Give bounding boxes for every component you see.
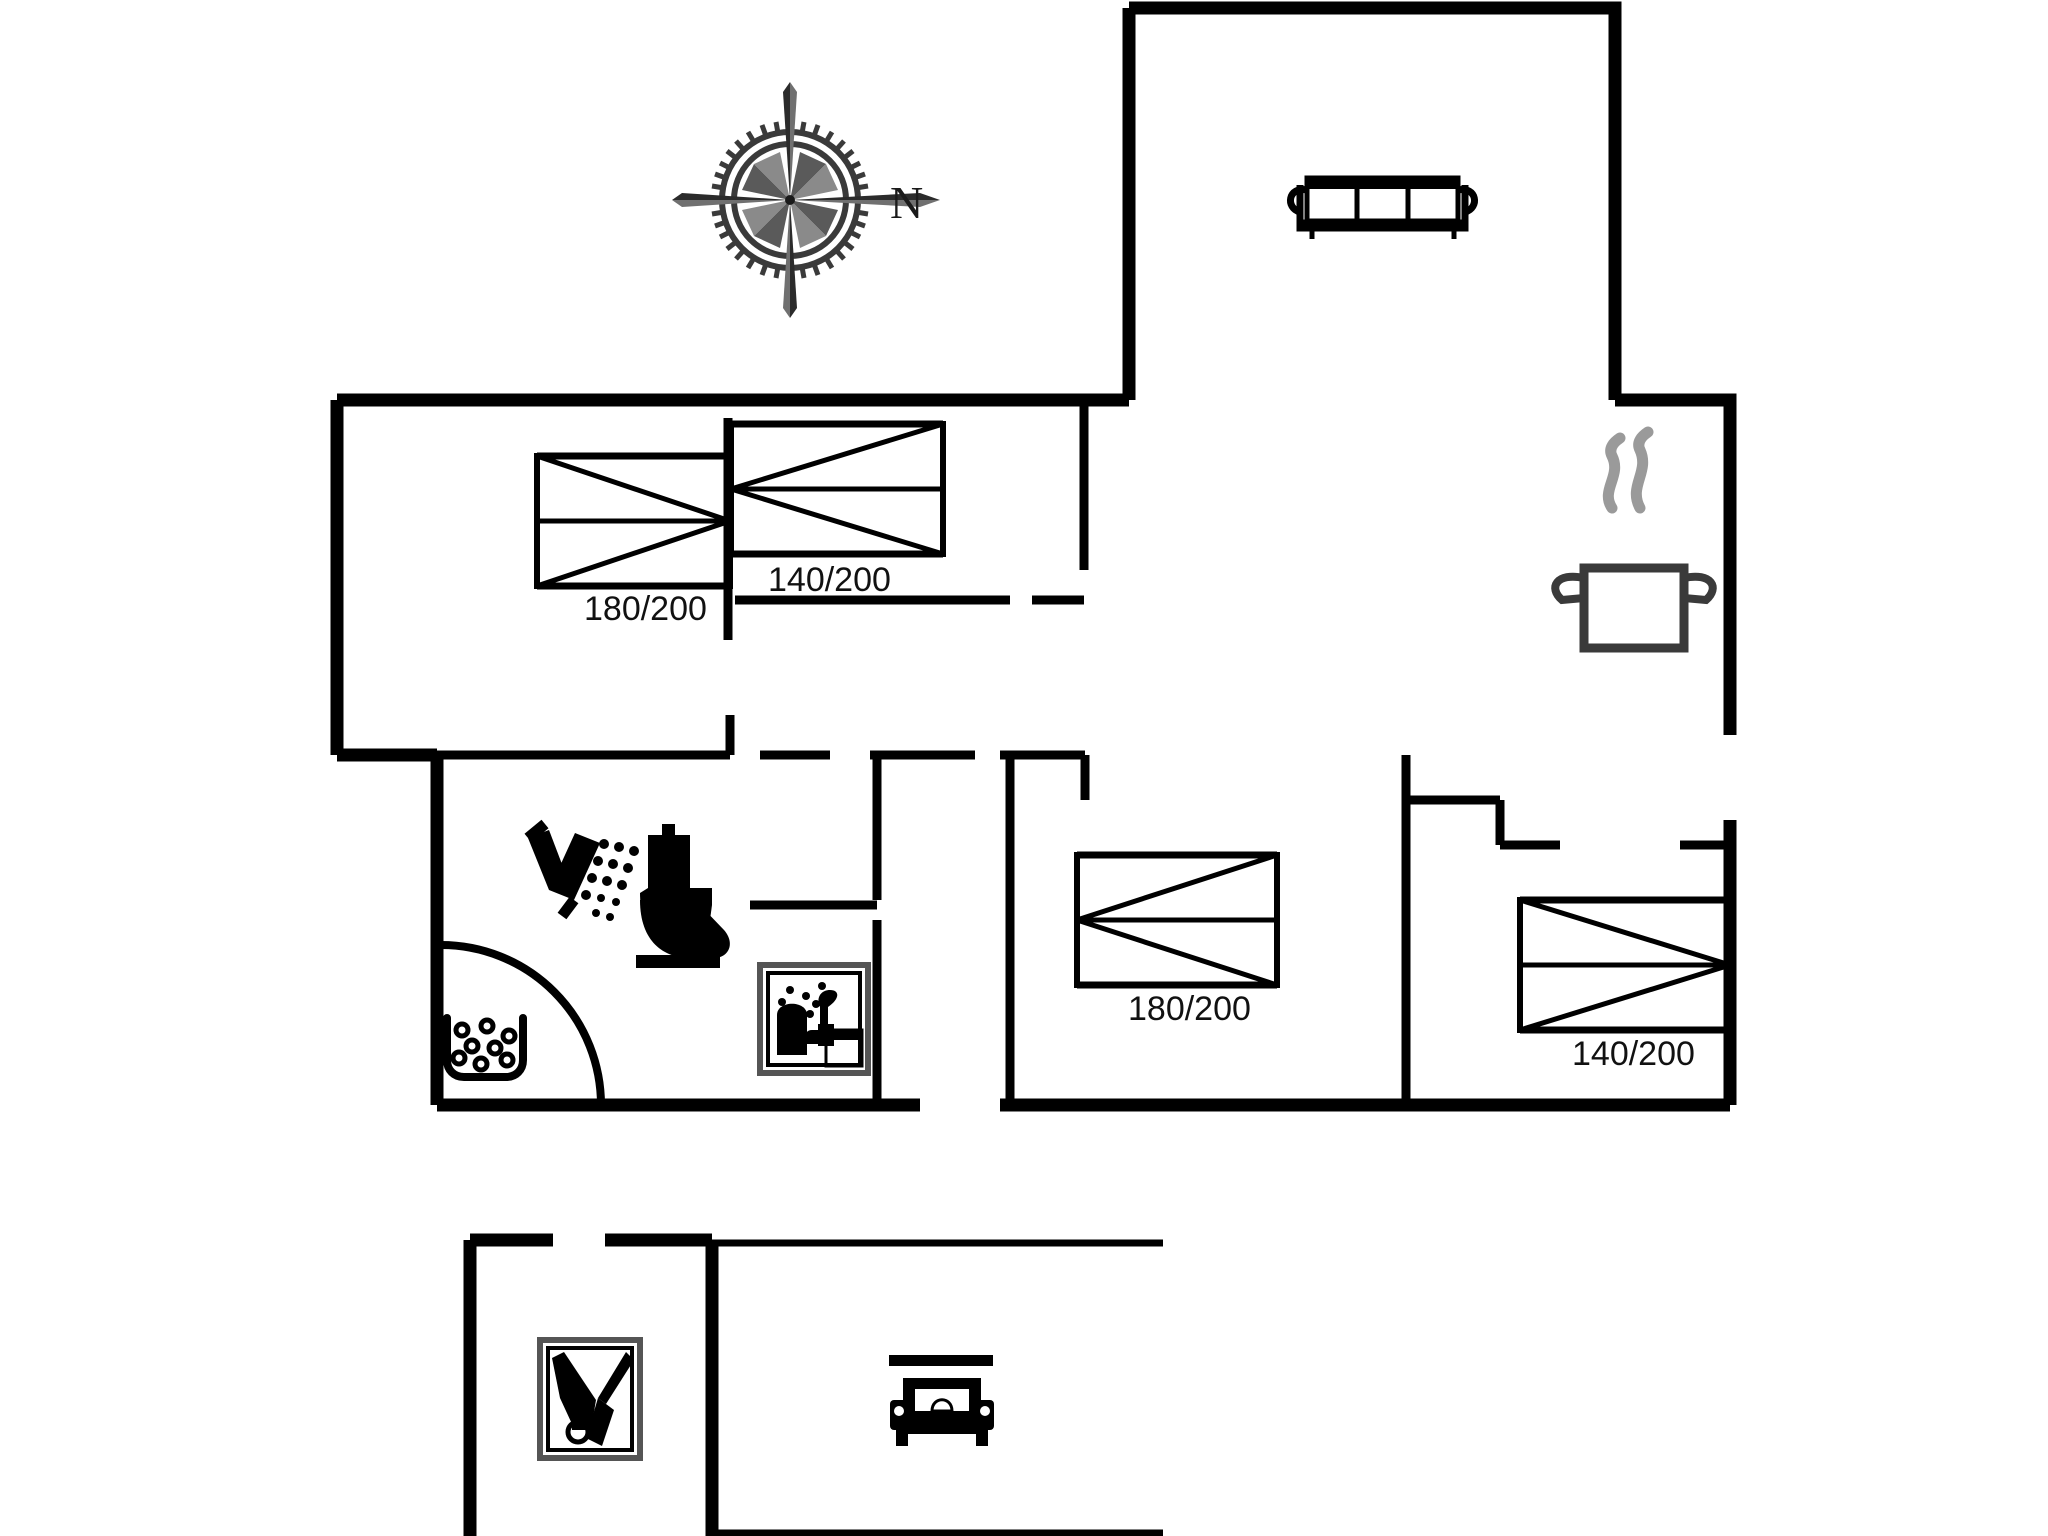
bed-lower-right [1517,896,1733,1034]
bed-lower-left [1074,851,1280,989]
bed-label-lower-right: 140/200 [1572,1035,1695,1073]
shower-icon [524,819,639,921]
bed-label-upper-left: 180/200 [584,590,707,628]
carport-and-shed-walls [463,1233,1163,1536]
garden-tools-icon [537,1337,643,1461]
exterior-walls [330,1,1737,1112]
whirlpool-icon [443,1014,527,1081]
compass-rose-icon [672,82,940,318]
bed-label-lower-left: 180/200 [1128,990,1251,1028]
cooking-pot-icon [1551,426,1717,653]
sofa-icon [1287,175,1478,239]
compass-north-label: N [890,177,923,228]
door-swing-arc [440,941,605,1106]
sauna-icon [757,962,871,1076]
bed-label-upper-right: 140/200 [768,561,891,599]
interior-walls [437,400,1735,1105]
car-icon [889,1355,994,1446]
bed-upper-right [728,420,946,558]
toilet-icon [636,824,730,968]
